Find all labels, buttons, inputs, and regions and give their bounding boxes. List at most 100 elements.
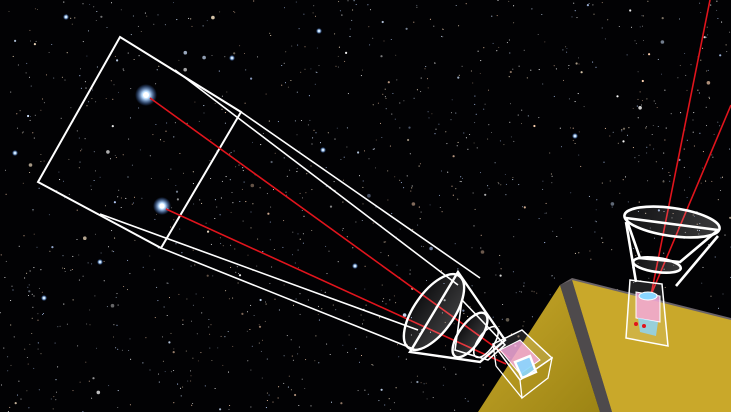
background-star	[560, 217, 562, 220]
background-star	[219, 11, 221, 13]
background-star	[664, 139, 666, 141]
background-star	[450, 119, 452, 121]
background-star	[305, 359, 307, 361]
background-star	[479, 72, 481, 75]
background-star	[457, 268, 459, 270]
background-star	[268, 120, 270, 122]
background-star	[273, 248, 275, 251]
background-star	[258, 325, 262, 328]
background-star	[84, 81, 86, 83]
background-star	[181, 252, 183, 254]
background-star	[290, 79, 292, 82]
background-star	[299, 192, 301, 194]
background-star	[399, 179, 401, 181]
background-star	[18, 245, 20, 247]
background-star	[601, 2, 603, 4]
background-star	[508, 76, 510, 78]
background-star	[27, 286, 29, 288]
background-star	[509, 70, 512, 74]
background-star	[33, 367, 35, 369]
background-star	[381, 136, 383, 139]
background-star	[399, 102, 401, 104]
background-star	[86, 105, 88, 107]
background-star	[277, 397, 279, 399]
background-star	[117, 304, 119, 306]
background-star	[93, 179, 95, 182]
background-star	[655, 103, 657, 105]
background-star	[480, 250, 485, 254]
background-star	[325, 186, 327, 188]
background-star	[706, 26, 708, 28]
background-star	[509, 103, 512, 105]
background-star	[692, 131, 694, 133]
background-star	[513, 236, 515, 238]
background-star	[31, 317, 33, 319]
background-star	[389, 145, 391, 147]
background-star	[527, 115, 529, 117]
background-star	[247, 360, 249, 362]
background-star	[337, 55, 339, 57]
background-star	[510, 136, 512, 138]
background-star	[125, 197, 127, 199]
background-star	[161, 336, 164, 338]
background-star	[287, 86, 289, 88]
background-star	[653, 100, 655, 102]
background-star	[261, 339, 264, 341]
background-star	[79, 75, 81, 77]
background-star	[129, 273, 131, 275]
background-star	[173, 348, 175, 350]
background-star	[340, 158, 342, 161]
background-star	[383, 298, 385, 300]
background-star	[337, 261, 339, 263]
background-star	[40, 353, 42, 355]
background-star	[79, 161, 81, 163]
background-star	[194, 264, 196, 266]
background-star	[710, 295, 712, 297]
background-star	[5, 193, 7, 195]
background-star	[488, 124, 490, 126]
background-star	[338, 46, 340, 48]
background-star	[638, 161, 640, 163]
background-star	[297, 267, 299, 269]
background-star	[4, 276, 6, 279]
background-star	[80, 87, 82, 89]
background-star	[265, 303, 267, 305]
background-star	[109, 158, 112, 160]
background-star	[387, 81, 390, 84]
background-star	[526, 77, 528, 79]
background-star	[291, 254, 294, 256]
background-star	[245, 69, 247, 71]
background-star	[3, 347, 5, 349]
background-star	[484, 103, 486, 105]
background-star	[662, 180, 665, 183]
background-star	[221, 180, 223, 182]
background-star	[19, 110, 21, 112]
background-star	[505, 183, 507, 185]
background-star	[416, 4, 418, 6]
background-star	[576, 17, 578, 19]
background-star	[512, 68, 514, 70]
background-star	[54, 342, 56, 344]
background-star	[172, 268, 174, 270]
background-star	[693, 145, 695, 147]
background-star	[467, 148, 469, 150]
background-star	[120, 197, 122, 199]
background-star	[460, 181, 462, 183]
background-star	[455, 112, 457, 114]
background-star	[346, 146, 348, 148]
background-star	[471, 285, 473, 287]
background-star	[315, 335, 317, 337]
background-star	[209, 160, 211, 162]
background-star	[378, 400, 380, 402]
background-star	[238, 273, 240, 275]
background-star	[130, 34, 132, 36]
background-star	[538, 117, 540, 119]
background-star	[32, 209, 34, 211]
background-star	[29, 29, 31, 31]
background-star	[104, 205, 107, 207]
background-star	[50, 398, 52, 400]
background-star	[312, 137, 314, 139]
background-star	[646, 146, 648, 148]
background-star	[451, 99, 453, 101]
background-star	[364, 265, 366, 267]
